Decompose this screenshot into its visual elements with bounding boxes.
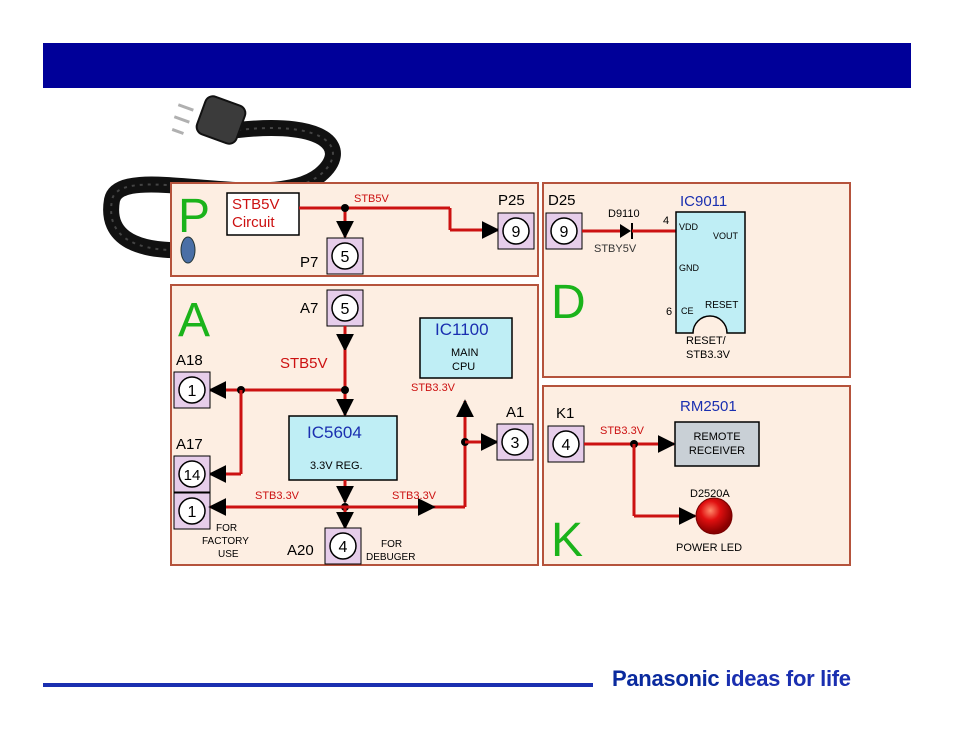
- ic9011-label: IC9011: [680, 193, 727, 210]
- rm2501-line2: RECEIVER: [689, 445, 745, 457]
- connector-k1-label: K1: [556, 405, 574, 422]
- ic1100-box: [419, 317, 513, 379]
- ic9011-out-1: RESET/: [686, 335, 727, 347]
- ic1100-line2: CPU: [452, 361, 475, 373]
- ic9011-out-2: STB3.3V: [686, 349, 731, 361]
- ic9011-body: [675, 211, 746, 334]
- factory-label-3: USE: [218, 549, 239, 560]
- diode-d9110-label: D9110: [608, 208, 640, 220]
- junction-dot: [341, 386, 349, 394]
- k-stb33-label: STB3.3V: [600, 425, 645, 437]
- ic9011-vdd: VDD: [679, 222, 699, 232]
- connector-a1-label: A1: [506, 404, 524, 421]
- pin-circle: [178, 376, 206, 404]
- pin-circle: [178, 497, 206, 525]
- header-bar: [43, 43, 911, 88]
- diode-d9110-symbol: [620, 224, 631, 238]
- panel-p-letter: P: [178, 190, 210, 243]
- ic5604-label: IC5604: [307, 423, 362, 442]
- stb5v-circuit-label-1: STB5V: [232, 196, 280, 213]
- pin-circle: [178, 460, 206, 488]
- power-plug: [171, 95, 247, 145]
- ic5604-box: [288, 415, 398, 481]
- a-stb33-left: STB3.3V: [255, 490, 300, 502]
- a-stb33-right: STB3.3V: [392, 490, 437, 502]
- pin-circle: [552, 430, 580, 458]
- connector-a17-b-pin: 1: [188, 504, 197, 521]
- panel-k-letter: K: [551, 514, 583, 567]
- ic9011-vout: VOUT: [713, 231, 739, 241]
- rm2501-line1: REMOTE: [693, 431, 740, 443]
- pin-circle: [502, 217, 530, 245]
- connector-a7-pin: 5: [341, 301, 350, 318]
- panel-d-letter: D: [551, 276, 586, 329]
- connector-a7-label: A7: [300, 300, 318, 317]
- debug-label-2: DEBUGER: [366, 552, 415, 563]
- pin-circle: [331, 294, 359, 322]
- connector-a18-pin: 1: [188, 383, 197, 400]
- ic9011-gnd: GND: [679, 263, 700, 273]
- connector-p7-pin: 5: [341, 249, 350, 266]
- factory-label-1: FOR: [216, 523, 237, 534]
- pin-circle: [329, 532, 357, 560]
- connector-a17-pin: 14: [184, 467, 201, 484]
- debug-label-1: FOR: [381, 539, 402, 550]
- stb5v-circuit-box: [226, 192, 300, 236]
- panel-a-letter: A: [178, 294, 210, 347]
- connector-a20-label: A20: [287, 542, 314, 559]
- connector-p25-pin: 9: [512, 224, 521, 241]
- connector-p25-label: P25: [498, 192, 525, 209]
- ic9011-pin4: 4: [663, 215, 669, 227]
- pin-circle: [501, 428, 529, 456]
- cord-end: [180, 236, 196, 264]
- rm2501-label: RM2501: [680, 398, 737, 415]
- ic9011-pin6: 6: [666, 306, 672, 318]
- stb5v-circuit-label-2: Circuit: [232, 214, 275, 231]
- connector-a17-label: A17: [176, 436, 203, 453]
- power-led-caption: POWER LED: [676, 542, 742, 554]
- power-led-icon: [695, 497, 733, 535]
- connector-a18-label: A18: [176, 352, 203, 369]
- connector-d25-pin: 9: [560, 224, 569, 241]
- connector-p7-label: P7: [300, 254, 318, 271]
- junction-dot: [341, 204, 349, 212]
- pin-circle: [331, 242, 359, 270]
- connector-d25-label: D25: [548, 192, 576, 209]
- factory-label-2: FACTORY: [202, 536, 249, 547]
- connector-a20-pin: 4: [339, 539, 348, 556]
- connector-k1-pin: 4: [562, 437, 571, 454]
- brand-name: Panasonic: [612, 666, 720, 691]
- ic9011-reset-pin: RESET: [705, 300, 738, 311]
- panel-k: [542, 385, 851, 566]
- ic1100-line1: MAIN: [451, 347, 479, 359]
- a-stb33-up: STB3.3V: [411, 382, 456, 394]
- rm2501-box: [674, 421, 760, 467]
- ic9011-ce: CE: [681, 306, 694, 316]
- a-stb5v-label: STB5V: [280, 355, 328, 372]
- ic5604-sub: 3.3V REG.: [310, 460, 363, 472]
- stby5v-label: STBY5V: [594, 243, 637, 255]
- pin-circle: [550, 217, 578, 245]
- brand-tagline: ideas for life: [725, 666, 851, 691]
- wire-label-stb5v: STB5V: [354, 193, 390, 205]
- connector-a1-pin: 3: [511, 435, 520, 452]
- ic1100-label: IC1100: [435, 320, 489, 339]
- d2520a-label: D2520A: [690, 488, 730, 500]
- footer-line: [43, 683, 593, 687]
